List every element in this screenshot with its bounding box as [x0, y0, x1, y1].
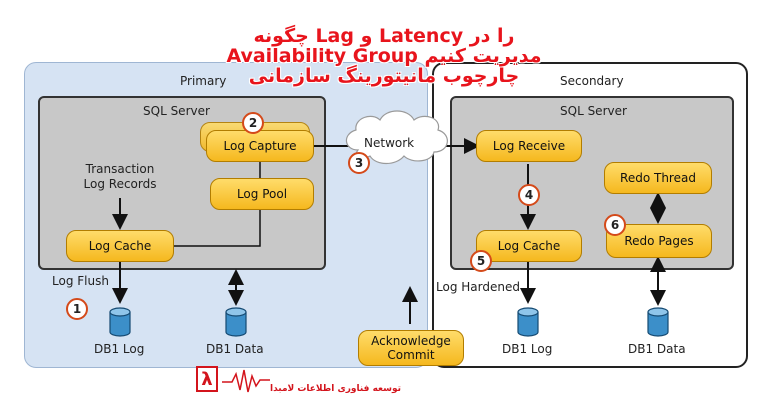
primary-log-cache-node: Log Cache [66, 230, 174, 262]
log-flush-label: Log Flush [52, 274, 109, 288]
primary-db-data-icon [225, 307, 247, 337]
log-pool-node: Log Pool [210, 178, 314, 210]
watermark-text: توسعه فناوری اطلاعات لامبدا [270, 384, 401, 394]
secondary-db-data-label: DB1 Data [628, 342, 686, 356]
secondary-label: Secondary [560, 74, 624, 88]
watermark-wave-icon [222, 369, 270, 393]
acknowledge-commit-node: Acknowledge Commit [358, 330, 464, 366]
secondary-server-label: SQL Server [560, 104, 627, 118]
watermark-logo-icon: λ [196, 366, 218, 392]
primary-db-log-icon [109, 307, 131, 337]
primary-server-label: SQL Server [143, 104, 210, 118]
title-line-3: چارچوب مانیتورینگ سازمانی [248, 65, 520, 87]
log-capture-node: Log Capture [206, 130, 314, 162]
network-label: Network [364, 136, 415, 150]
step-2-badge: 2 [242, 112, 264, 134]
step-4-badge: 4 [518, 184, 540, 206]
primary-db-log-label: DB1 Log [94, 342, 145, 356]
log-receive-node: Log Receive [476, 130, 582, 162]
title-line-2: Availability Group مدیریت کنیم [226, 45, 542, 67]
log-hardened-label: Log Hardened [436, 280, 520, 294]
step-3-badge: 3 [348, 152, 370, 174]
primary-db-data-label: DB1 Data [206, 342, 264, 356]
secondary-log-cache-node: Log Cache [476, 230, 582, 262]
primary-label: Primary [180, 74, 227, 88]
network-cloud-icon [345, 110, 448, 165]
title-line-1: چگونه Lag و Latency را در [253, 25, 515, 47]
step-1-badge: 1 [66, 298, 88, 320]
redo-thread-node: Redo Thread [604, 162, 712, 194]
line-pool-to-cache [174, 210, 261, 247]
secondary-db-log-icon [517, 307, 539, 337]
secondary-db-log-label: DB1 Log [502, 342, 553, 356]
secondary-db-data-icon [647, 307, 669, 337]
transaction-log-records-label: Transaction Log Records [83, 162, 157, 191]
step-6-badge: 6 [604, 214, 626, 236]
redo-pages-node: Redo Pages [606, 224, 712, 258]
step-5-badge: 5 [470, 250, 492, 272]
